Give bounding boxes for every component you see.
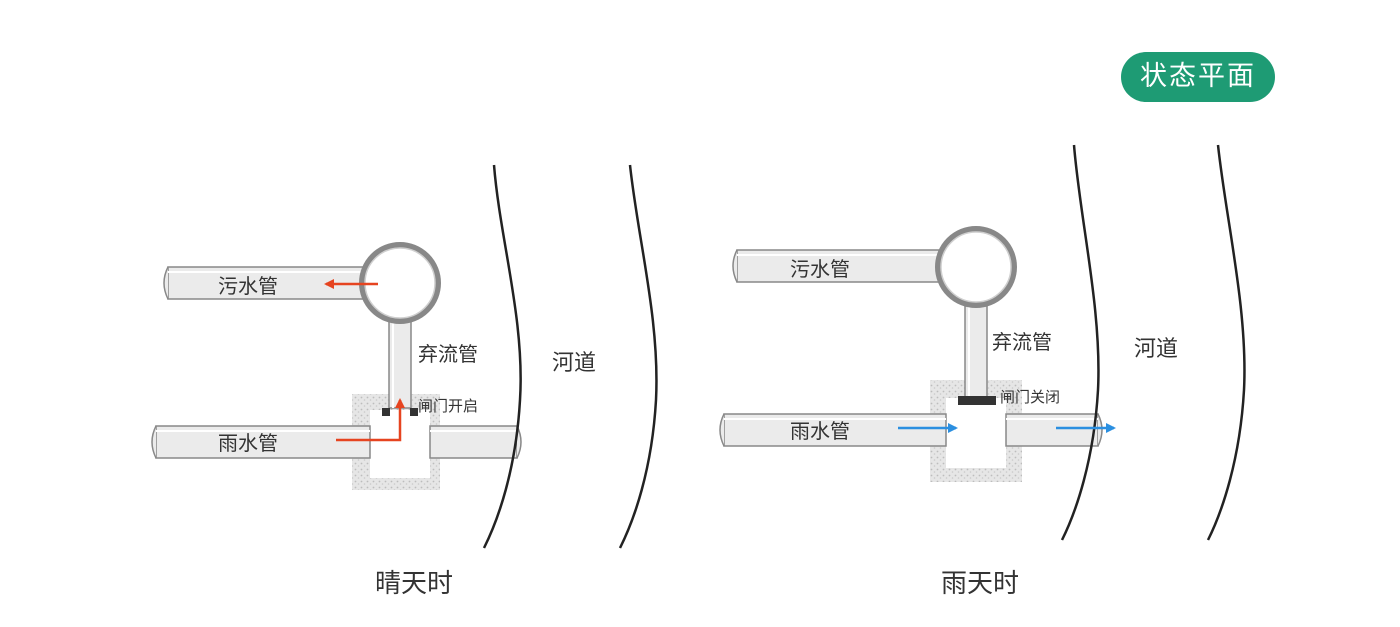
gate-open (382, 408, 418, 416)
caption-sunny: 晴天时 (375, 569, 453, 599)
label-river: 河道 (1134, 337, 1178, 362)
label-gate-status: 闸门开启 (418, 397, 478, 415)
label-rain-pipe: 雨水管 (218, 431, 278, 455)
label-rain-pipe: 雨水管 (790, 419, 850, 443)
label-diversion-pipe: 弃流管 (418, 342, 478, 366)
label-gate-status: 闸门关闭 (1000, 388, 1060, 406)
rain-pipe-left (151, 425, 371, 459)
scene-rainy: 污水管 弃流管 闸门关闭 雨水管 河道 雨天时 (719, 144, 1246, 599)
diversion-pipe (964, 305, 988, 399)
river-bank-left (1060, 144, 1100, 541)
gate-closed (958, 396, 996, 405)
junction-well (930, 380, 1022, 482)
dry-flow-arrow-rain (336, 398, 405, 442)
rain-pipe-right (1005, 413, 1103, 447)
label-sewage-pipe: 污水管 (790, 257, 850, 281)
interception-chamber (935, 226, 1017, 308)
rain-pipe-right (429, 425, 522, 459)
scene-sunny: 污水管 弃流管 闸门开启 雨水管 河道 晴天时 (151, 164, 658, 599)
rain-pipe-left (719, 413, 947, 447)
label-diversion-pipe: 弃流管 (992, 330, 1052, 354)
river-bank-right (618, 164, 658, 549)
label-river: 河道 (552, 351, 596, 376)
river-bank-left (482, 164, 522, 549)
caption-rainy: 雨天时 (941, 569, 1019, 599)
state-plane-badge: 状态平面 (1121, 52, 1275, 102)
label-sewage-pipe: 污水管 (218, 274, 278, 298)
river-bank-right (1206, 144, 1246, 541)
